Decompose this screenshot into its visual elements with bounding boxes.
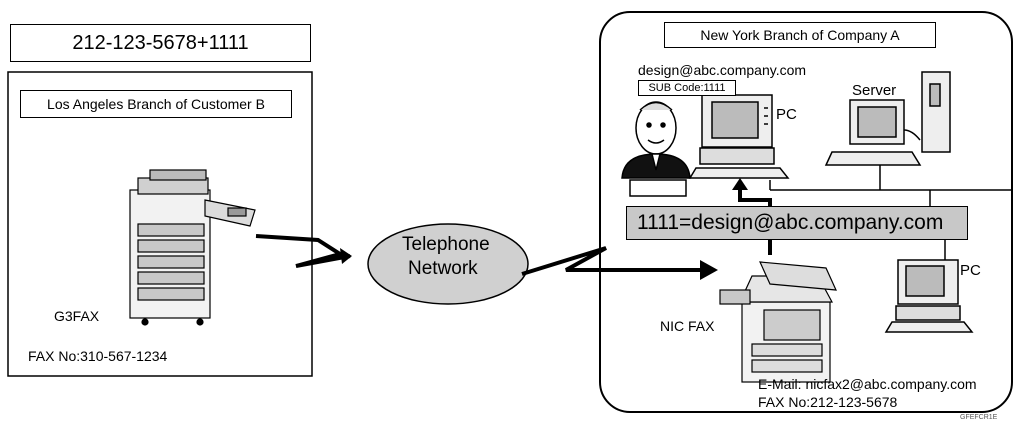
destination-number: 212-123-5678+1111 bbox=[72, 31, 249, 54]
nic-fax-number: FAX No:212-123-5678 bbox=[758, 394, 898, 410]
nic-fax-label: NIC FAX bbox=[660, 318, 715, 334]
address-mapping: 1111=design@abc.company.com bbox=[637, 211, 944, 234]
telephone-network-label-line2: Network bbox=[408, 258, 478, 279]
pc-label: PC bbox=[776, 106, 797, 123]
telephone-network-ellipse bbox=[367, 223, 529, 305]
network-to-nicfax-arrow-icon bbox=[521, 246, 700, 276]
g3fax-machine-icon bbox=[129, 169, 256, 326]
sub-code-box: SUB Code:1111 bbox=[638, 80, 736, 96]
address-mapping-box: 1111=design@abc.company.com bbox=[626, 206, 968, 240]
nic-fax-machine-icon bbox=[719, 261, 837, 383]
pc2-label: PC bbox=[960, 262, 981, 279]
customer-branch-label: Los Angeles Branch of Customer B bbox=[47, 96, 265, 112]
left-site-frame bbox=[7, 71, 313, 377]
customer-branch-label-box: Los Angeles Branch of Customer B bbox=[20, 90, 292, 118]
figure-code: GFEFCR1E bbox=[960, 414, 998, 421]
server-label: Server bbox=[852, 82, 897, 99]
sender-fax-number: FAX No:310-567-1234 bbox=[28, 348, 168, 364]
nic-fax-email: E-Mail: nicfax2@abc.company.com bbox=[758, 376, 977, 392]
user-email: design@abc.company.com bbox=[638, 62, 807, 78]
pc2-computer-icon bbox=[884, 259, 974, 333]
g3fax-label: G3FAX bbox=[54, 308, 100, 324]
server-computer-icon bbox=[824, 71, 951, 166]
telephone-network-label-line1: Telephone bbox=[402, 234, 490, 255]
company-branch-label: New York Branch of Company A bbox=[700, 27, 900, 43]
company-branch-label-box: New York Branch of Company A bbox=[664, 22, 936, 48]
user-person-icon bbox=[621, 101, 691, 197]
destination-number-box: 212-123-5678+1111 bbox=[10, 24, 311, 62]
fax-transmission-arrow-icon bbox=[255, 234, 351, 268]
sub-code: SUB Code:1111 bbox=[648, 82, 726, 94]
pc-computer-icon bbox=[688, 94, 790, 179]
right-site-frame bbox=[599, 11, 1013, 413]
